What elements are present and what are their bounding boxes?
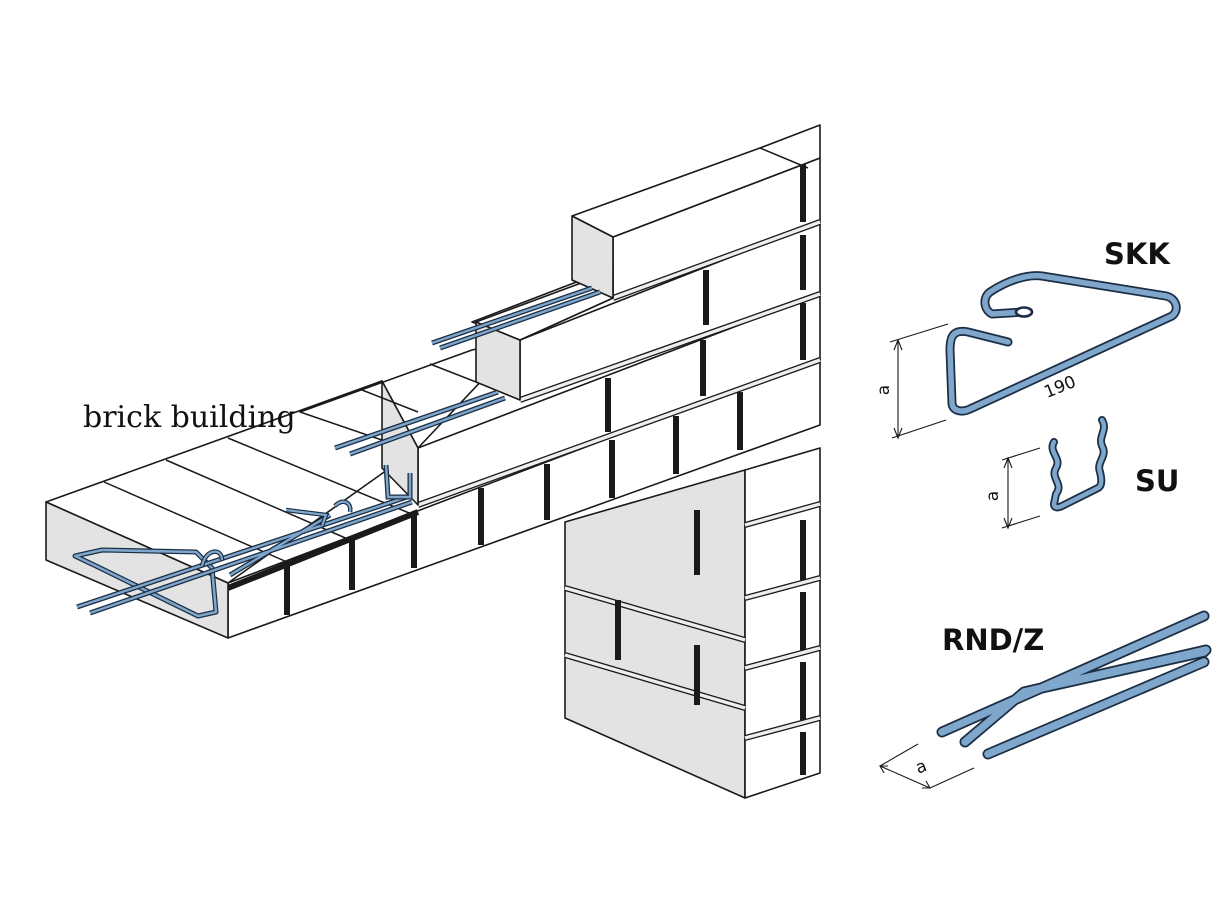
su-tie-shape bbox=[1048, 416, 1108, 512]
brick-building-caption: brick building bbox=[83, 400, 296, 435]
skk-title: SKK bbox=[1104, 237, 1171, 271]
perpendicular-wall bbox=[564, 447, 821, 799]
rndz-title: RND/Z bbox=[942, 623, 1044, 657]
skk-a-label: a bbox=[874, 385, 894, 395]
su-a-label: a bbox=[983, 491, 1003, 501]
skk-tie-detail: a 190 SKK bbox=[874, 237, 1181, 440]
rndz-a-label: a bbox=[913, 756, 930, 778]
su-tie-detail: a SU bbox=[983, 416, 1179, 530]
rndz-tie-detail: a RND/Z bbox=[879, 610, 1212, 789]
su-title: SU bbox=[1135, 464, 1179, 498]
main-wall bbox=[45, 124, 822, 639]
embedded-wall-ties bbox=[72, 285, 601, 619]
